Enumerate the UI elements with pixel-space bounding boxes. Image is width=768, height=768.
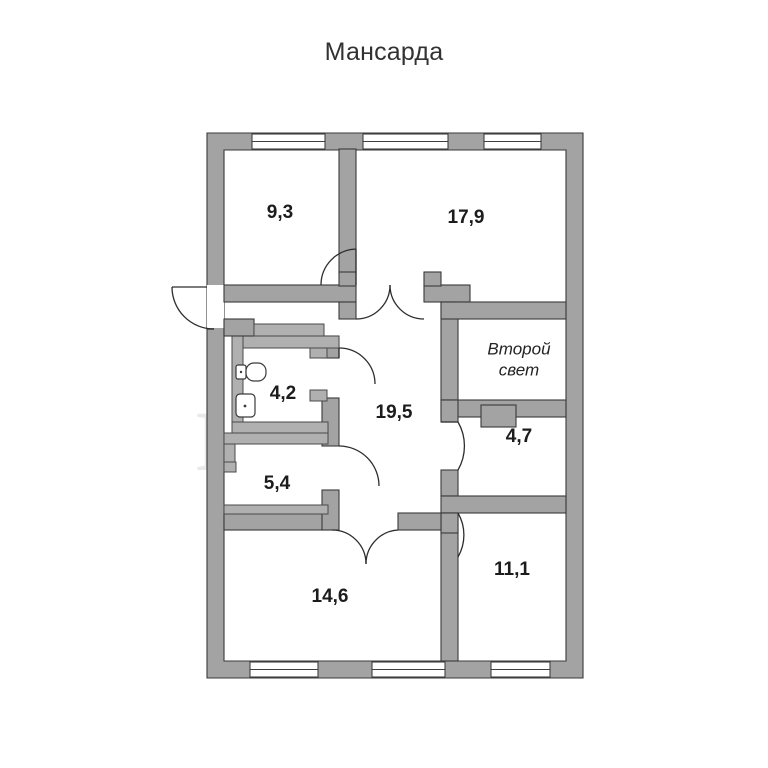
wall-hall-right-lower-stub xyxy=(440,512,459,534)
room-label-14-6: 14,6 xyxy=(312,586,349,607)
wall-hall-upper-left-jog xyxy=(223,318,255,337)
sink-icon xyxy=(235,393,256,418)
interior-doors xyxy=(320,248,465,565)
interior-walls xyxy=(223,148,567,662)
room-labels: 9,3 17,9 4,2 5,4 19,5 4,7 14,6 11,1 xyxy=(264,202,532,607)
wall-14-6-top-right xyxy=(397,512,442,531)
wall-9-3-corner-stub xyxy=(338,271,357,287)
wall-bath-approach xyxy=(253,323,325,337)
wall-4-7-left-upper xyxy=(440,399,459,423)
exterior-wall xyxy=(206,132,584,679)
wall-14-6-11-1 xyxy=(440,512,459,662)
wall-4-7-bottom xyxy=(440,495,567,514)
wall-9-3-bottom xyxy=(223,284,357,303)
wall-5-4-bottom xyxy=(223,504,329,515)
wall-4-7-left-lower xyxy=(440,469,459,497)
room-label-17-9: 17,9 xyxy=(448,207,485,228)
room-label-11-1: 11,1 xyxy=(494,559,530,580)
wall-jog-hall-top-left xyxy=(338,301,357,320)
wall-5-4-top xyxy=(223,432,329,445)
room-label-4-2: 4,2 xyxy=(270,383,296,404)
wall-17-9-corner-stub xyxy=(423,271,442,287)
toilet-icon xyxy=(235,362,267,382)
room-label-19-5: 19,5 xyxy=(376,402,413,423)
second-light-label: Второй свет xyxy=(487,339,551,379)
wall-4-2-left xyxy=(231,335,244,434)
wall-14-6-top-left xyxy=(223,512,333,531)
wall-4-2-right-jog xyxy=(309,347,328,359)
window-group-top xyxy=(251,133,542,150)
wall-second-light-top xyxy=(440,301,567,320)
wall-9-3-right xyxy=(338,148,357,274)
wall-5-4-inset xyxy=(223,461,237,473)
wall-4-2-jog xyxy=(309,389,328,402)
entry-door-left xyxy=(171,285,224,330)
room-label-4-7: 4,7 xyxy=(506,426,532,447)
bathroom-fixtures xyxy=(235,362,267,418)
page-title: Мансарда xyxy=(324,38,444,66)
second-light-line-2: свет xyxy=(499,360,539,379)
window-group-bottom xyxy=(249,661,551,678)
wall-4-2-top xyxy=(231,335,340,349)
second-light-line-1: Второй xyxy=(487,339,551,358)
wall-4-2-bottom xyxy=(231,421,329,434)
room-label-9-3: 9,3 xyxy=(267,202,293,223)
room-label-5-4: 5,4 xyxy=(264,473,291,494)
built-in-block-4-7 xyxy=(480,404,517,428)
wall-17-9-bottom-right xyxy=(423,284,471,303)
